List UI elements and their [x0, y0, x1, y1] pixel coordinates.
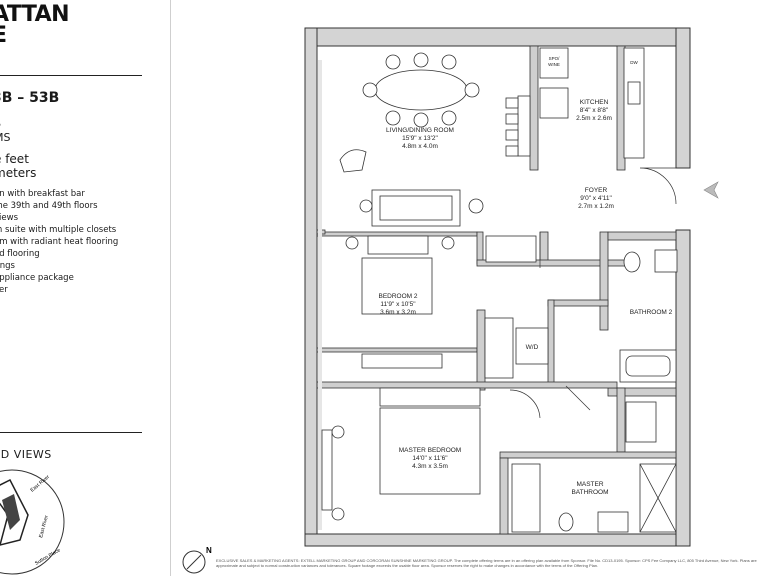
svg-text:WINE: WINE: [548, 62, 560, 67]
feature-item: en with breakfast bar: [0, 189, 85, 199]
bedrooms-line: S: [0, 117, 1, 130]
doors: [509, 167, 677, 419]
room-dims: 8'4" x 8'8": [580, 107, 609, 114]
room-dims: 15'9" x 13'2": [402, 135, 438, 142]
armchair: [339, 149, 367, 173]
room-dims-metric: 4.3m x 3.5m: [412, 463, 448, 470]
room-dims-metric: 2.5m x 2.6m: [576, 115, 612, 122]
feature-item: om with radiant heat flooring: [0, 237, 119, 247]
room-dims-metric: 2.7m x 1.2m: [578, 203, 614, 210]
room-labels: LIVING/DINING ROOM 15'9" x 13'2" 4.8m x …: [378, 99, 672, 496]
washer-dryer: [515, 327, 549, 365]
legal-disclaimer: EXCLUSIVE SALES & MARKETING AGENTS: EXTE…: [216, 558, 757, 568]
divider: [0, 432, 142, 433]
svg-text:DW: DW: [630, 60, 638, 65]
feature-item: yer: [0, 285, 8, 295]
feature-item: tings: [0, 261, 15, 271]
feature-item: od flooring: [0, 249, 40, 259]
feature-item: views: [0, 213, 19, 223]
bathrooms-line: MS: [0, 131, 11, 144]
feature-item: appliance package: [0, 273, 74, 283]
features-list: en with breakfast bar the 39th and 49th …: [0, 188, 118, 296]
room-dims: 9'0" x 4'11": [580, 195, 612, 202]
room-name: MASTER BEDROOM: [399, 447, 461, 454]
exterior-walls: [304, 27, 691, 547]
unit-range: 3B – 53B: [0, 90, 60, 106]
info-panel: ATTAN E 3B – 53B S MS e feet meters en w…: [0, 0, 171, 576]
interior-walls: [316, 45, 677, 535]
feature-item: the 39th and 49th floors: [0, 201, 98, 211]
views-title: ND VIEWS: [0, 448, 52, 461]
fixture-labels: SPO/ WINE DW: [548, 56, 638, 67]
keyplan-label: Sutton Place: [34, 547, 62, 566]
room-name: LIVING/DINING ROOM: [386, 127, 454, 134]
room-name: FOYER: [585, 187, 608, 194]
key-plan: East River East River Sutton Place: [0, 469, 65, 575]
room-name: KITCHEN: [580, 99, 609, 106]
brand-logo: ATTAN E: [0, 2, 70, 47]
furniture: [321, 47, 678, 533]
room-dims: 11'9" x 10'5": [380, 301, 416, 308]
room-dims-metric: 4.8m x 4.0m: [402, 143, 438, 150]
window-strip: [318, 60, 322, 530]
square-meters-line: meters: [0, 166, 37, 180]
entry-arrow-icon: [703, 181, 719, 199]
dining-table: [374, 69, 468, 111]
svg-text:SPO/: SPO/: [549, 56, 561, 61]
room-name: W/D: [526, 344, 539, 351]
square-feet-line: e feet: [0, 152, 29, 166]
north-arrow-icon: N: [182, 546, 212, 574]
bed: [361, 257, 433, 315]
room-name: MASTER: [576, 481, 603, 488]
divider: [0, 75, 142, 76]
room-dims-metric: 3.6m x 3.2m: [380, 309, 416, 316]
room-name: BATHROOM 2: [630, 309, 673, 316]
feature-item: m suite with multiple closets: [0, 225, 117, 235]
north-label: N: [206, 546, 212, 555]
keyplan-label: East River: [38, 514, 50, 538]
room-name: BATHROOM: [571, 489, 608, 496]
room-dims: 14'0" x 11'6": [412, 455, 448, 462]
master-bed: [379, 407, 481, 495]
room-name: BEDROOM 2: [378, 293, 417, 300]
keyplan-label: East River: [29, 474, 51, 494]
